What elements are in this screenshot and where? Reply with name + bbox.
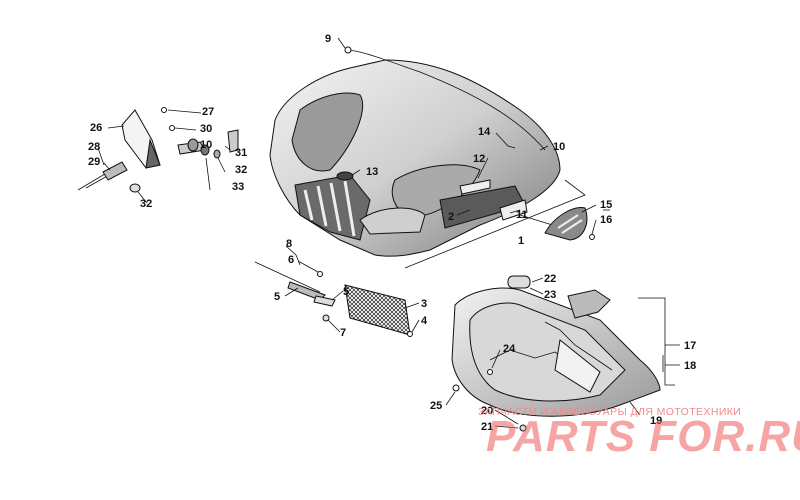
callout-22: 22 xyxy=(544,273,556,285)
callout-33: 33 xyxy=(232,181,244,193)
callout-10b: 10 xyxy=(200,139,212,151)
callout-12: 12 xyxy=(473,153,485,165)
callout-labels: 9 10 14 12 13 2 11 1 15 16 27 30 26 10 3… xyxy=(88,33,696,433)
watermark-logo: PARTS FOR.RU xyxy=(486,412,800,461)
tray-bumper xyxy=(507,275,531,289)
callout-31: 31 xyxy=(235,147,247,159)
callout-19: 19 xyxy=(650,415,662,427)
latch-assembly xyxy=(254,261,336,322)
callout-17: 17 xyxy=(684,340,696,352)
intake-screen xyxy=(344,284,413,337)
storage-tray xyxy=(451,275,664,432)
callout-1: 1 xyxy=(518,235,524,247)
assembly-bracket xyxy=(404,179,586,269)
callout-27: 27 xyxy=(202,106,214,118)
tray-latch xyxy=(567,289,611,319)
callout-2: 2 xyxy=(448,211,454,223)
headlight-lens xyxy=(359,207,426,235)
callout-15: 15 xyxy=(600,199,612,211)
callout-28: 28 xyxy=(88,141,100,153)
callout-24: 24 xyxy=(503,343,516,355)
callout-26: 26 xyxy=(90,122,102,134)
callout-7: 7 xyxy=(340,327,346,339)
callout-18: 18 xyxy=(684,360,696,372)
callout-20: 20 xyxy=(481,405,493,417)
hood-trim-strip xyxy=(344,49,546,151)
callout-5-left: 5 xyxy=(274,291,280,303)
callout-21: 21 xyxy=(481,421,493,433)
spring xyxy=(102,161,128,181)
trim-clip xyxy=(344,46,352,54)
callout-13: 13 xyxy=(366,166,378,178)
callout-32-bottom: 32 xyxy=(140,198,152,210)
callout-5-right: 5 xyxy=(343,286,349,298)
side-vent-cover xyxy=(544,206,595,241)
callout-9: 9 xyxy=(325,33,331,45)
callout-4: 4 xyxy=(421,315,428,327)
callout-8: 8 xyxy=(286,238,292,250)
hood-left-recess xyxy=(291,92,364,172)
hood-emblem xyxy=(336,171,354,181)
hood-assembly xyxy=(269,46,561,257)
leader-lines xyxy=(97,37,680,429)
callout-29: 29 xyxy=(88,156,100,168)
callout-16: 16 xyxy=(600,214,612,226)
callout-32-top: 32 xyxy=(235,164,247,176)
callout-14: 14 xyxy=(478,126,491,138)
callout-6: 6 xyxy=(288,254,294,266)
watermark-subtitle: ЗАПЧАСТИ И АКСЕССУАРЫ ДЛЯ МОТОТЕХНИКИ xyxy=(478,406,742,418)
reflector-assembly xyxy=(77,107,239,193)
callout-11: 11 xyxy=(516,209,528,221)
callout-30: 30 xyxy=(200,123,212,135)
callout-23: 23 xyxy=(544,289,556,301)
callout-25: 25 xyxy=(430,400,442,412)
callout-3: 3 xyxy=(421,298,427,310)
callout-10: 10 xyxy=(553,141,565,153)
